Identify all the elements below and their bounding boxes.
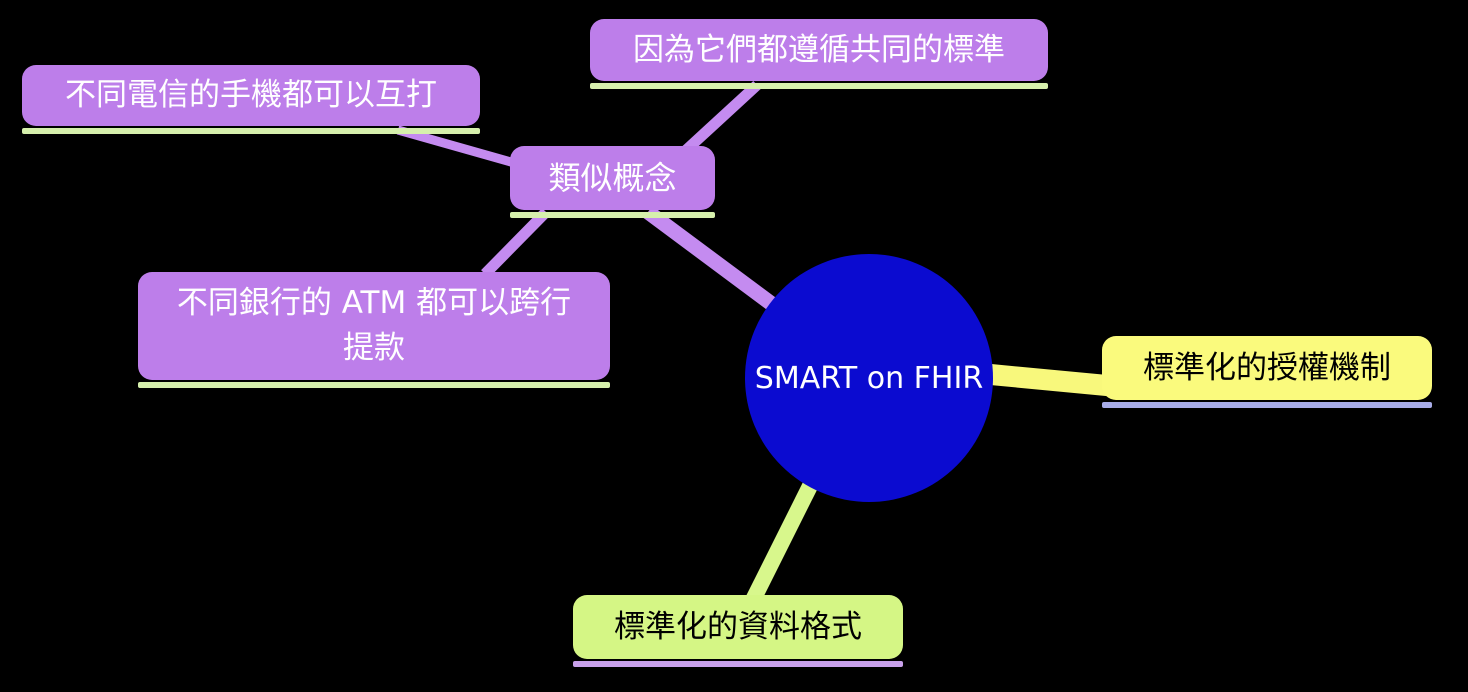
node-similar-concept-body: 類似概念: [510, 146, 715, 210]
node-similar-concept-underline: [510, 212, 715, 218]
node-auth-mechanism[interactable]: 標準化的授權機制: [1102, 336, 1432, 408]
node-data-format-label: 標準化的資料格式: [614, 608, 862, 645]
node-atm-example-underline: [138, 382, 610, 388]
link-similar-concept-telecom: [396, 125, 520, 169]
node-similar-concept-label: 類似概念: [548, 158, 677, 197]
link-similar-concept-standard-reason: [679, 80, 761, 158]
node-auth-mechanism-label: 標準化的授權機制: [1143, 349, 1391, 386]
node-auth-mechanism-underline: [1102, 402, 1432, 408]
link-root-auth-mechanism: [974, 362, 1113, 397]
node-telecom-example-label: 不同電信的手機都可以互打: [65, 77, 437, 114]
node-standard-reason-body: 因為它們都遵循共同的標準: [590, 19, 1048, 81]
node-telecom-example-underline: [22, 128, 480, 134]
node-atm-example[interactable]: 不同銀行的 ATM 都可以跨行提款: [138, 272, 610, 388]
node-data-format[interactable]: 標準化的資料格式: [573, 595, 903, 667]
link-root-data-format: [744, 476, 821, 606]
node-auth-mechanism-body: 標準化的授權機制: [1102, 336, 1432, 400]
node-standard-reason[interactable]: 因為它們都遵循共同的標準: [590, 19, 1048, 89]
node-standard-reason-underline: [590, 83, 1048, 89]
node-atm-example-label: 不同銀行的 ATM 都可以跨行提款: [176, 285, 572, 366]
link-similar-concept-atm: [481, 208, 550, 278]
node-data-format-body: 標準化的資料格式: [573, 595, 903, 659]
root-node-label: SMART on FHIR: [754, 360, 984, 396]
node-atm-example-body: 不同銀行的 ATM 都可以跨行提款: [138, 272, 610, 380]
node-standard-reason-label: 因為它們都遵循共同的標準: [633, 31, 1005, 68]
node-similar-concept[interactable]: 類似概念: [510, 146, 715, 218]
node-telecom-example-body: 不同電信的手機都可以互打: [22, 65, 480, 126]
node-telecom-example[interactable]: 不同電信的手機都可以互打: [22, 65, 480, 134]
root-node-smart-on-fhir[interactable]: SMART on FHIR: [745, 254, 993, 502]
node-data-format-underline: [573, 661, 903, 667]
